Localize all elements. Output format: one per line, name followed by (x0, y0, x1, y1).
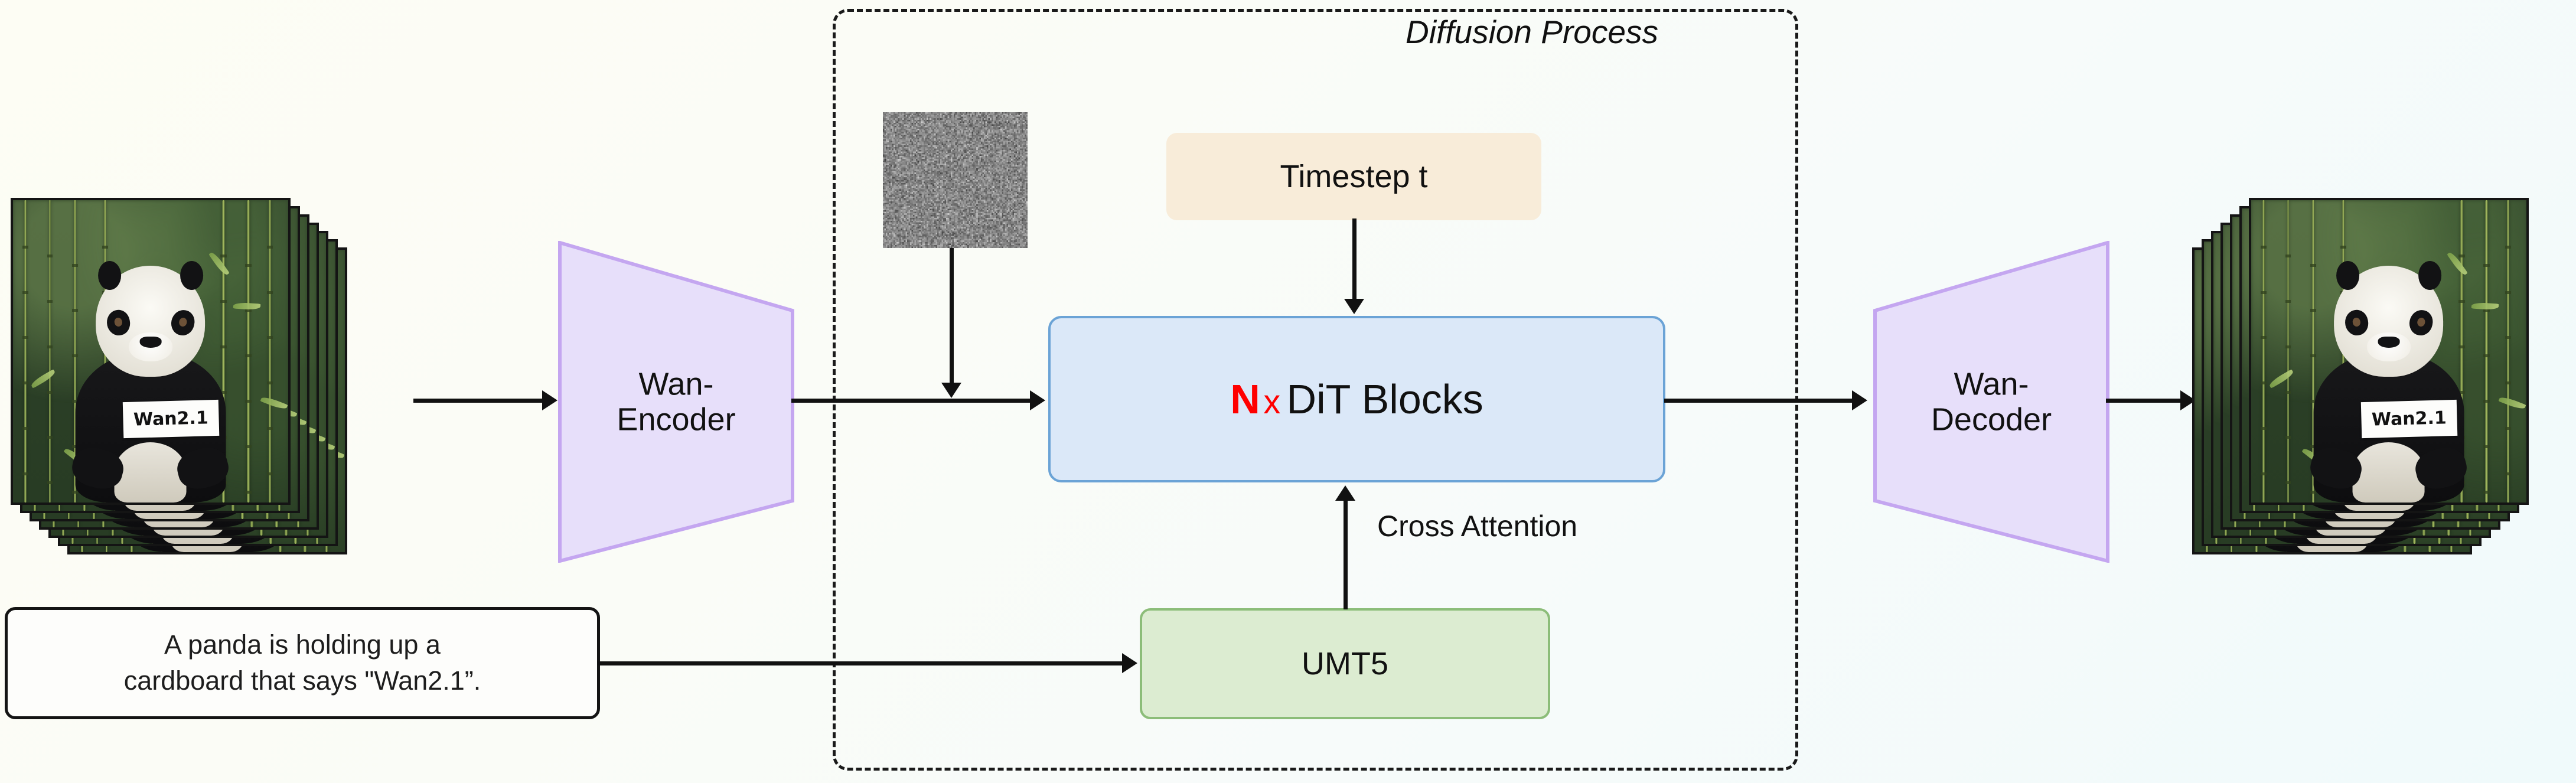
arrowhead-prompt-to-umt5 (1122, 653, 1137, 673)
umt5-label: UMT5 (1302, 646, 1388, 681)
arrowhead-dit-to-decoder (1852, 390, 1867, 410)
diffusion-process-container (833, 9, 1798, 771)
arrow-noise-to-latent (950, 248, 954, 384)
input-video-frames: Wan2.1Wan2.1Wan2.1Wan2.1Wan2.1Wan2.1Wan2… (11, 198, 389, 564)
video-frame: Wan2.1 (11, 198, 291, 505)
arrowhead-frames-to-encoder (542, 390, 557, 410)
arrow-prompt-to-umt5 (598, 661, 1126, 665)
arrow-timestep-to-dit (1352, 218, 1357, 301)
diffusion-process-label: Diffusion Process (1406, 14, 1658, 50)
wan-decoder-node[interactable]: Wan- Decoder (1873, 241, 2109, 563)
arrowhead-noise-to-latent (941, 383, 961, 398)
dit-blocks-label: DiT Blocks (1286, 376, 1483, 422)
gaussian-noise-patch (883, 112, 1028, 248)
arrowhead-umt5-to-dit (1335, 485, 1355, 501)
trapezoid-shape (558, 241, 794, 563)
arrowhead-timestep-to-dit (1344, 299, 1364, 314)
arrow-umt5-to-dit (1344, 501, 1348, 609)
arrowhead-encoder-to-dit (1030, 390, 1045, 410)
video-frame: Wan2.1 (2249, 198, 2529, 505)
wan-encoder-node[interactable]: Wan- Encoder (558, 241, 794, 563)
arrow-encoder-to-dit (791, 399, 1039, 403)
arrow-frames-to-encoder (413, 399, 546, 403)
arrow-dit-to-decoder (1664, 399, 1859, 403)
arrow-decoder-to-frames (2106, 399, 2189, 403)
dit-n-multiplier: N (1230, 376, 1260, 422)
umt5-node[interactable]: UMT5 (1140, 608, 1550, 719)
prompt-line-1: A panda is holding up a (164, 629, 441, 660)
timestep-node[interactable]: Timestep t (1166, 133, 1541, 220)
output-video-frames: Wan2.1Wan2.1Wan2.1Wan2.1Wan2.1Wan2.1Wan2… (2192, 198, 2570, 564)
text-prompt-node[interactable]: A panda is holding up a cardboard that s… (5, 607, 600, 719)
prompt-line-2: cardboard that says "Wan2.1”. (123, 665, 481, 696)
cross-attention-label: Cross Attention (1377, 510, 1578, 543)
noise-canvas (883, 112, 1028, 248)
timestep-label: Timestep t (1280, 159, 1428, 194)
dit-x-symbol: x (1263, 383, 1281, 421)
trapezoid-shape (1873, 241, 2109, 563)
